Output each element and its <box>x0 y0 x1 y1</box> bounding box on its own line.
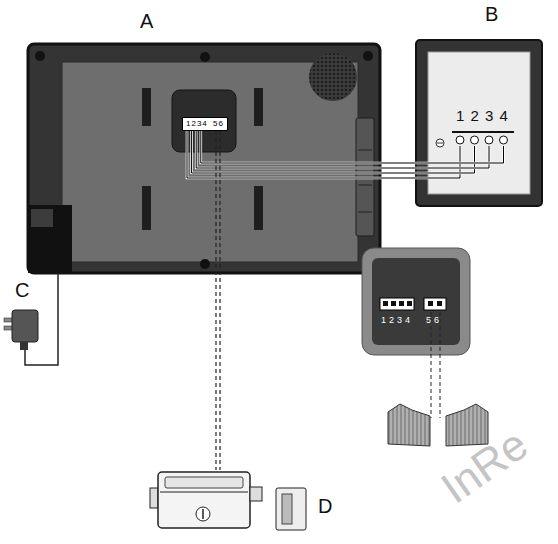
monitor-housing <box>28 44 380 273</box>
lock-edge <box>160 492 248 493</box>
pin <box>391 301 396 306</box>
pin <box>428 301 433 306</box>
panel-frame <box>416 40 542 206</box>
lock-cover <box>165 477 243 488</box>
pin-numbers: 56 <box>213 119 224 128</box>
pin-numbers: 1234 <box>186 119 208 128</box>
pin <box>407 301 412 306</box>
screw <box>363 51 373 61</box>
outdoor-panel <box>416 40 542 206</box>
gate-wire <box>440 312 441 418</box>
fixing-screw <box>436 139 444 147</box>
wire-halo <box>201 131 504 163</box>
module-connector <box>380 298 414 310</box>
module-frame <box>362 248 470 355</box>
terminal-screw <box>500 136 508 144</box>
part-letter: A <box>140 10 153 33</box>
pin-numbers: 56 <box>426 315 442 325</box>
terminal-screw <box>456 136 464 144</box>
wire <box>216 131 220 470</box>
terminal-numbers: 1 2 3 4 <box>456 107 508 124</box>
button-gap <box>358 212 372 213</box>
mount-slot <box>142 88 151 126</box>
mount-slot <box>254 88 263 126</box>
power-socket <box>28 205 72 273</box>
pin <box>383 301 388 306</box>
screw-slot <box>437 143 443 144</box>
monitor-unit: A123456 <box>28 44 380 273</box>
mount-slot <box>254 186 263 230</box>
module-connector <box>424 298 446 310</box>
module-face <box>372 258 460 345</box>
part-letter: B <box>485 3 498 26</box>
wire-core <box>201 131 504 163</box>
wire <box>187 131 460 178</box>
strike-plate <box>276 488 306 530</box>
lock-bolt <box>250 487 262 501</box>
monitor-terminal-strip: 1234 56 <box>182 117 228 131</box>
outdoor-panel-unit: B1 2 3 4 <box>416 40 542 206</box>
wire-halo <box>187 131 460 178</box>
wire-core <box>187 131 460 178</box>
electric-lock <box>150 472 306 530</box>
screw <box>200 52 210 62</box>
terminal-screw <box>471 136 479 144</box>
socket-port <box>31 209 53 227</box>
gate <box>388 312 488 446</box>
button-gap <box>358 150 372 151</box>
strike-opening <box>282 494 292 524</box>
monitor <box>28 44 380 273</box>
watermark: InRe <box>432 419 537 513</box>
screw <box>35 51 45 61</box>
terminal-bar <box>452 131 514 133</box>
key-slot <box>202 509 204 519</box>
adapter-cable-boot <box>20 342 28 350</box>
pin <box>399 301 404 306</box>
panel-terminal-strip: 1 2 3 4 <box>448 106 516 146</box>
gate-module-unit: 1234 56 <box>362 248 470 355</box>
adapter-body <box>12 310 38 342</box>
electric-lock-unit: D <box>150 470 310 530</box>
gate-wire <box>431 312 432 418</box>
wire <box>25 273 58 365</box>
mount-slot <box>142 186 151 230</box>
speaker-grille <box>308 53 358 103</box>
button-gap <box>358 185 372 186</box>
pin-numbers: 1234 <box>381 315 413 325</box>
terminal-screw <box>485 136 493 144</box>
wire <box>201 131 504 163</box>
lock-wire <box>219 131 220 470</box>
gate-module <box>362 248 470 355</box>
lock-cylinder <box>196 507 210 521</box>
terminal-housing <box>172 90 236 152</box>
power-cable <box>25 273 58 365</box>
part-letter: C <box>15 279 29 302</box>
lock-body <box>158 472 250 528</box>
lock-wire <box>215 131 216 470</box>
part-letter: D <box>318 495 332 518</box>
power-adapter-unit: C <box>6 304 44 350</box>
gate-leaf <box>388 404 430 446</box>
pin <box>437 301 442 306</box>
screw <box>200 259 210 269</box>
power-adapter <box>4 310 38 350</box>
lock-side-lug <box>150 488 158 508</box>
